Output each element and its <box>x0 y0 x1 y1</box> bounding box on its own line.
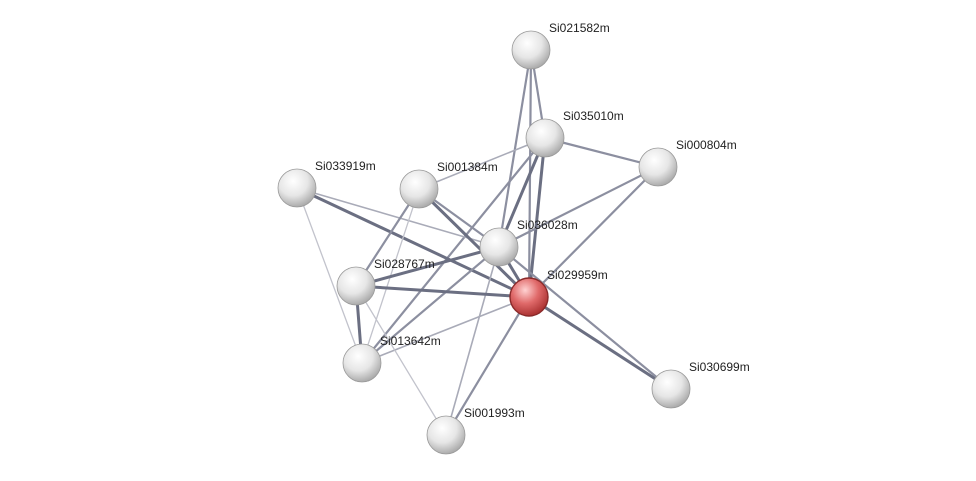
node-sphere[interactable] <box>426 415 466 455</box>
node-sphere[interactable] <box>277 168 317 208</box>
edge-Si028767m-Si001993m <box>355 285 447 436</box>
node-sphere[interactable] <box>651 369 691 409</box>
node-Si021582m[interactable]: Si021582m <box>511 21 610 70</box>
edge-Si035010m-Si013642m <box>360 136 547 365</box>
edge-Si035010m-Si001384m <box>418 137 546 190</box>
edge-Si029959m-Si001993m <box>444 295 531 437</box>
node-label: Si000804m <box>676 138 737 152</box>
node-sphere[interactable] <box>479 227 519 267</box>
edge-Si036028m-Si028767m <box>354 245 501 288</box>
node-Si028767m[interactable]: Si028767m <box>336 257 435 306</box>
node-sphere[interactable] <box>638 147 678 187</box>
edge-Si029959m-Si028767m <box>354 284 531 299</box>
edge-Si033919m-Si013642m <box>296 187 363 364</box>
node-Si030699m[interactable]: Si030699m <box>651 360 750 409</box>
edge-Si000804m-Si029959m <box>527 165 660 299</box>
edge-Si036028m-Si013642m <box>360 245 501 365</box>
node-label: Si036028m <box>517 218 578 232</box>
node-label: Si021582m <box>549 21 610 35</box>
edge-Si036028m-Si030699m <box>497 245 673 391</box>
edge-Si001384m-Si029959m <box>417 187 531 299</box>
node-label: Si013642m <box>380 334 441 348</box>
node-sphere[interactable] <box>399 169 439 209</box>
node-sphere[interactable] <box>511 30 551 70</box>
node-label: Si033919m <box>315 159 376 173</box>
node-Si001384m[interactable]: Si001384m <box>399 160 498 209</box>
edge-Si035010m-Si036028m <box>497 136 547 249</box>
node-label: Si029959m <box>547 268 608 282</box>
node-Si036028m[interactable]: Si036028m <box>479 218 578 267</box>
node-label: Si035010m <box>563 109 624 123</box>
node-Si029959m[interactable]: Si029959m <box>509 268 608 317</box>
node-Si035010m[interactable]: Si035010m <box>525 109 624 158</box>
edge-Si035010m-Si029959m <box>527 136 547 299</box>
node-label: Si001993m <box>464 406 525 420</box>
edge-Si029959m-Si030699m <box>527 295 673 391</box>
edge-Si029959m-Si013642m <box>361 296 530 364</box>
highlighted-node-sphere[interactable] <box>509 277 549 317</box>
node-sphere[interactable] <box>336 266 376 306</box>
node-Si001993m[interactable]: Si001993m <box>426 406 525 455</box>
node-label: Si030699m <box>689 360 750 374</box>
node-sphere[interactable] <box>342 343 382 383</box>
edge-Si033919m-Si036028m <box>296 187 500 248</box>
node-sphere[interactable] <box>525 118 565 158</box>
edge-Si021582m-Si036028m <box>497 48 533 249</box>
node-Si033919m[interactable]: Si033919m <box>277 159 376 208</box>
edge-Si035010m-Si000804m <box>543 136 660 169</box>
node-label: Si001384m <box>437 160 498 174</box>
node-Si013642m[interactable]: Si013642m <box>342 334 441 383</box>
node-label: Si028767m <box>374 257 435 271</box>
edge-Si036028m-Si001993m <box>445 246 500 436</box>
edge-Si000804m-Si036028m <box>497 165 660 249</box>
node-Si000804m[interactable]: Si000804m <box>638 138 737 187</box>
